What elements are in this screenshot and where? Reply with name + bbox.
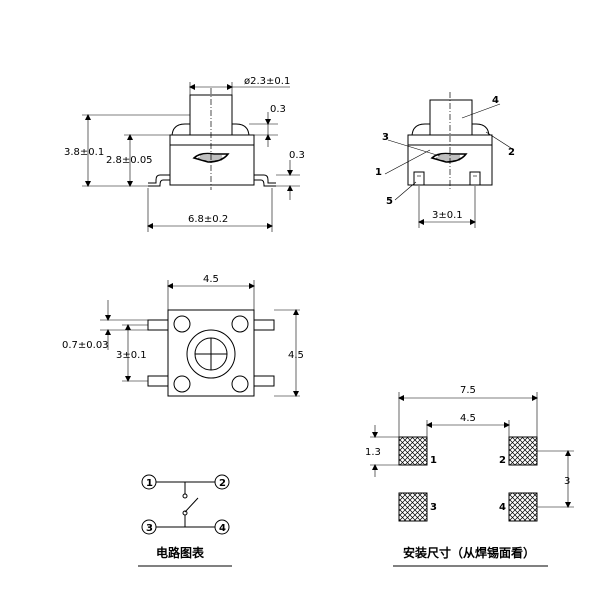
pad-1 (398, 436, 428, 466)
callout-3: 3 (382, 132, 389, 143)
dim-width: 6.8±0.2 (188, 214, 228, 225)
footprint: 1 2 3 4 7.5 4.5 1.3 3 安装尺寸（从焊锡面看） (365, 385, 574, 567)
top-view: 4.5 4.5 0.7±0.03 3±0.1 (62, 274, 304, 397)
pad-3 (398, 492, 428, 522)
pin-bl (147, 375, 169, 387)
pad-label-2: 2 (499, 455, 506, 466)
dim-pin-pitch-2: 3±0.1 (432, 210, 463, 221)
dim-outer: 7.5 (460, 385, 476, 396)
pad-2 (508, 436, 538, 466)
dim-diameter: ø2.3±0.1 (244, 76, 290, 87)
dim-top-gap: 0.3 (270, 104, 286, 115)
body (169, 144, 255, 186)
pad-label-3: 3 (430, 502, 437, 513)
callout-view: 4 2 3 1 5 3±0.1 (375, 92, 515, 228)
callout-1: 1 (375, 167, 382, 178)
dim-body-height: 2.8±0.05 (106, 155, 153, 166)
footprint-caption: 安装尺寸（从焊锡面看） (403, 545, 535, 560)
lever (192, 152, 230, 163)
circuit-pin-1: 1 (146, 478, 153, 489)
callout-4: 4 (492, 95, 499, 106)
dim-pin-width: 0.7±0.03 (62, 340, 109, 351)
circuit-diagram: 1 2 3 4 电路图表 (138, 474, 232, 567)
top-plate (169, 134, 255, 146)
pin-left (148, 174, 170, 184)
dim-vertical: 3 (564, 476, 570, 487)
dim-pad: 1.3 (365, 447, 381, 458)
pin-tr (253, 319, 275, 331)
bump-left (171, 123, 191, 138)
callout-2: 2 (508, 147, 515, 158)
pin-right-inner (254, 179, 276, 187)
circuit-caption: 电路图表 (156, 545, 205, 560)
dim-pin-pitch: 3±0.1 (116, 350, 147, 361)
circuit-pin-3: 3 (146, 523, 153, 534)
dim-body-height: 4.5 (288, 350, 304, 361)
pad-label-4: 4 (499, 502, 506, 513)
pin-slot-left (413, 171, 425, 186)
dim-pin-thick: 0.3 (289, 150, 305, 161)
pad-label-1: 1 (430, 455, 437, 466)
callout-5: 5 (386, 196, 393, 207)
dim-inner: 4.5 (460, 413, 476, 424)
switch-blade (184, 497, 199, 513)
side-view: ø2.3±0.1 0.3 0.3 3.8±0.1 2.8±0.05 6.8±0.… (64, 76, 305, 232)
dim-total-height: 3.8±0.1 (64, 147, 104, 158)
pin-left-inner (148, 179, 170, 187)
pad-4 (508, 492, 538, 522)
circuit-pin-4: 4 (219, 523, 226, 534)
actuator-2 (429, 99, 473, 136)
pin-tl (147, 319, 169, 331)
actuator-outer (186, 329, 236, 379)
dim-body-width: 4.5 (203, 274, 219, 285)
pin-slot-right (469, 171, 481, 186)
circuit-pin-2: 2 (219, 478, 226, 489)
pin-br (253, 375, 275, 387)
pin-right (254, 174, 276, 184)
